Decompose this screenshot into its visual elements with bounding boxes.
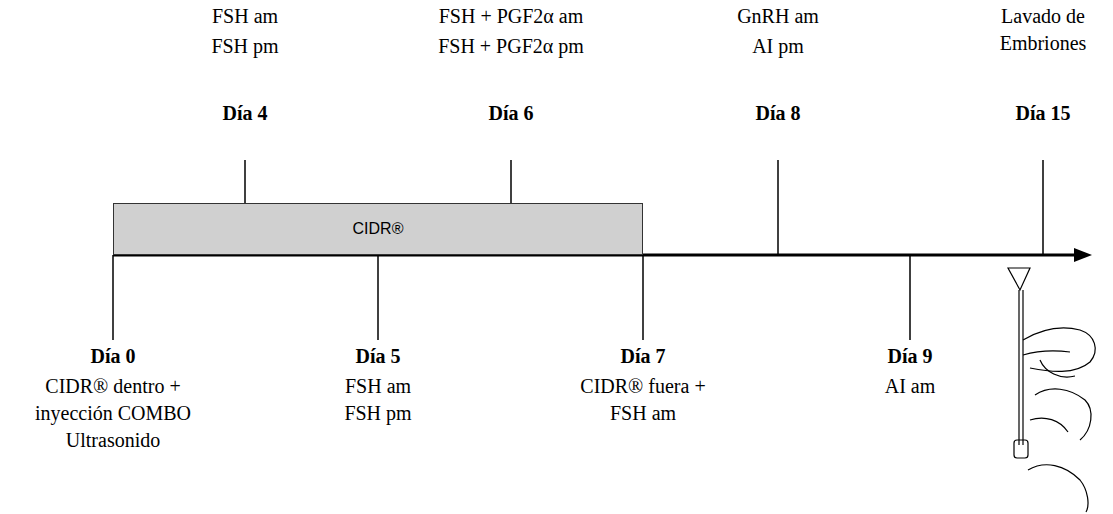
treatment-label: CIDR® fuera + FSH am xyxy=(568,373,718,427)
day-label: Día 4 xyxy=(223,100,268,127)
treatment-label: Ultrasonido xyxy=(66,427,160,454)
bar-label: CIDR® xyxy=(353,220,404,238)
tick-line xyxy=(642,255,644,340)
day-label: Día 5 xyxy=(356,343,401,370)
treatment-label: FSH am xyxy=(345,373,411,400)
day-label: Día 15 xyxy=(1016,100,1071,127)
tick-line xyxy=(777,160,779,255)
tick-line xyxy=(112,255,114,340)
flush-catheter-illustration xyxy=(1008,268,1095,512)
tick-line xyxy=(1042,160,1044,255)
treatment-label: FSH am xyxy=(212,3,278,30)
day-label: Día 8 xyxy=(756,100,801,127)
tick-line xyxy=(909,255,911,340)
treatment-label: FSH + PGF2α am xyxy=(439,3,584,30)
tick-line xyxy=(510,160,512,203)
treatment-label: FSH pm xyxy=(344,400,411,427)
treatment-label: CIDR® dentro + inyección COMBO xyxy=(29,373,197,427)
tick-line xyxy=(244,160,246,203)
day-label: Día 6 xyxy=(489,100,534,127)
day-label: Día 0 xyxy=(91,343,136,370)
tick-line xyxy=(377,255,379,340)
treatment-label: GnRH am xyxy=(737,3,819,30)
treatment-label: AI am xyxy=(885,373,936,400)
treatment-label: FSH pm xyxy=(211,33,278,60)
cidr-bar: CIDR® xyxy=(113,203,643,255)
treatment-label: AI pm xyxy=(752,33,804,60)
treatment-label: FSH + PGF2α pm xyxy=(438,33,584,60)
treatment-label: Lavado de Embriones xyxy=(991,3,1095,57)
day-label: Día 9 xyxy=(888,343,933,370)
axis-arrowhead xyxy=(1074,248,1092,262)
day-label: Día 7 xyxy=(621,343,666,370)
